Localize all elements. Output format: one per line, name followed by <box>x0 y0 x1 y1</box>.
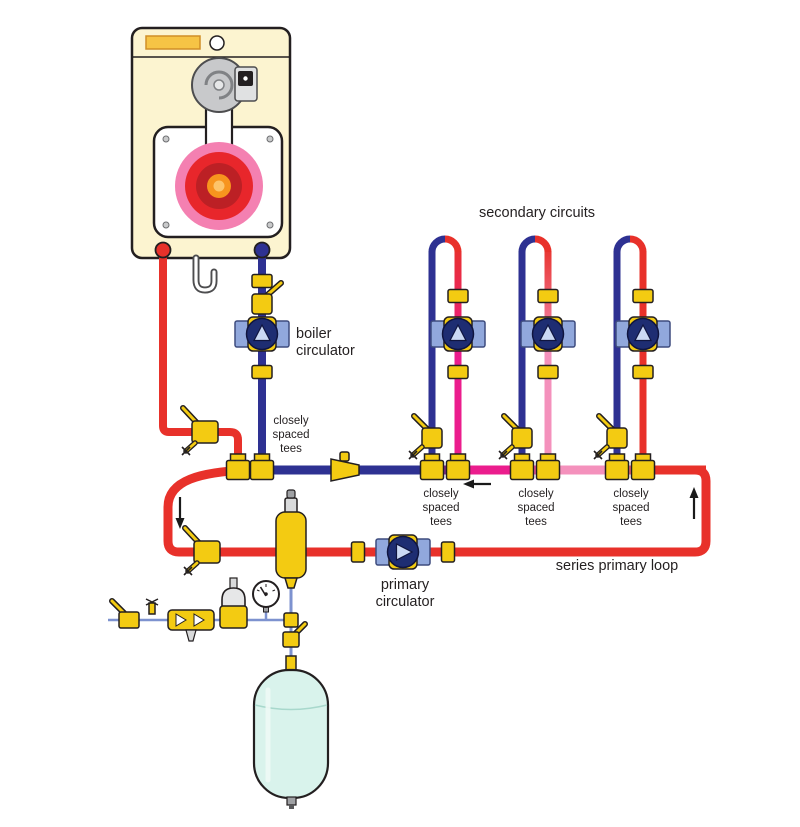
valve-primary-loop <box>184 525 221 575</box>
union-circuit2-upper <box>537 288 559 304</box>
labels: secondary circuits boiler circulator clo… <box>272 205 678 610</box>
union-circuit2-lower <box>537 364 559 380</box>
svg-text:tees: tees <box>620 516 642 528</box>
expansion-tank <box>252 655 330 809</box>
svg-text:spaced: spaced <box>422 502 459 514</box>
makeup-tee-fitting <box>283 612 299 628</box>
tee-circuit1-supply <box>445 453 471 481</box>
union-circuit3-upper <box>632 288 654 304</box>
label-closely-spaced-tees-boiler: closely spaced tees <box>272 415 309 455</box>
tee-boiler-return <box>249 453 275 481</box>
tee-boiler-supply <box>225 453 251 481</box>
flow-check-valve <box>330 451 360 482</box>
blower-assembly <box>191 57 258 113</box>
valve-boiler-return <box>251 280 284 315</box>
tee-circuit1-return <box>419 453 445 481</box>
svg-text:closely: closely <box>518 488 553 500</box>
svg-text:tees: tees <box>430 516 452 528</box>
flow-arrow-down-icon <box>175 497 185 529</box>
svg-text:tees: tees <box>280 443 302 455</box>
primary-circulator-pump <box>375 534 431 570</box>
boiler-return-port <box>253 241 271 259</box>
svg-text:spaced: spaced <box>272 429 309 441</box>
pressure-gauge <box>252 580 280 613</box>
flow-arrow-up-icon <box>689 487 699 519</box>
secondary-circuit-2-pipes <box>518 235 552 461</box>
flow-arrow-left-icon <box>463 479 491 489</box>
burner-flame-icon <box>175 142 263 230</box>
pressure-reducing-valve <box>219 577 248 629</box>
circuit1-circulator-pump <box>430 316 486 352</box>
flow-arrows <box>175 479 699 529</box>
valve-circuit1-return <box>409 413 443 459</box>
tee-circuit3-supply <box>630 453 656 481</box>
svg-text:closely: closely <box>613 488 648 500</box>
svg-text:closely: closely <box>423 488 458 500</box>
drain-circuit2 <box>499 447 512 459</box>
valve-circuit3-return <box>594 413 628 459</box>
circuit2-circulator-pump <box>520 316 576 352</box>
label-closely-spaced-tees-circuit1: closely spaced tees <box>422 488 459 528</box>
label-series-primary-loop: series primary loop <box>556 558 679 574</box>
label-closely-spaced-tees-circuit3: closely spaced tees <box>612 488 649 528</box>
boiler-circulator-pump <box>234 316 290 352</box>
label-secondary-circuits: secondary circuits <box>479 205 595 221</box>
svg-text:spaced: spaced <box>517 502 554 514</box>
valve-circuit2-return <box>499 413 533 459</box>
boiler-label-plate <box>145 35 201 50</box>
union-circuit1-lower <box>447 364 469 380</box>
tee-circuit2-supply <box>535 453 561 481</box>
components <box>109 241 671 809</box>
drain-circuit1 <box>409 447 422 459</box>
air-separator <box>275 489 307 589</box>
label-primary-circulator-line2: circulator <box>376 594 435 610</box>
svg-text:closely: closely <box>273 415 308 427</box>
drain-boiler-supply <box>182 443 195 455</box>
svg-text:spaced: spaced <box>612 502 649 514</box>
label-boiler-circulator-line2: circulator <box>296 343 355 359</box>
svg-text:tees: tees <box>525 516 547 528</box>
tee-circuit3-return <box>604 453 630 481</box>
drain-primary-loop <box>184 563 197 575</box>
union-boiler-return-lower <box>251 364 273 380</box>
union-primary-left <box>350 541 366 563</box>
tee-circuit2-return <box>509 453 535 481</box>
tank-valve <box>282 621 308 648</box>
union-circuit1-upper <box>447 288 469 304</box>
boiler-supply-port <box>154 241 172 259</box>
secondary-circuit-3-pipes <box>613 235 647 461</box>
condensate-trap <box>192 254 218 294</box>
label-boiler-circulator-line1: boiler <box>296 326 332 342</box>
valve-boiler-supply <box>182 405 219 455</box>
valve-makeup-water <box>109 598 140 629</box>
window-bolts <box>162 135 274 229</box>
primary-loop-pipe <box>163 465 711 557</box>
label-primary-circulator-line1: primary <box>381 577 430 593</box>
union-primary-right <box>440 541 456 563</box>
union-boiler-return-upper <box>251 273 273 289</box>
circuit3-circulator-pump <box>615 316 671 352</box>
drain-circuit3 <box>594 447 607 459</box>
boiler <box>130 26 292 294</box>
backflow-preventer <box>167 609 215 642</box>
secondary-circuit-1-pipes <box>428 235 462 461</box>
boiler-sight-port <box>209 35 225 51</box>
test-port <box>145 598 159 615</box>
label-closely-spaced-tees-circuit2: closely spaced tees <box>517 488 554 528</box>
union-circuit3-lower <box>632 364 654 380</box>
